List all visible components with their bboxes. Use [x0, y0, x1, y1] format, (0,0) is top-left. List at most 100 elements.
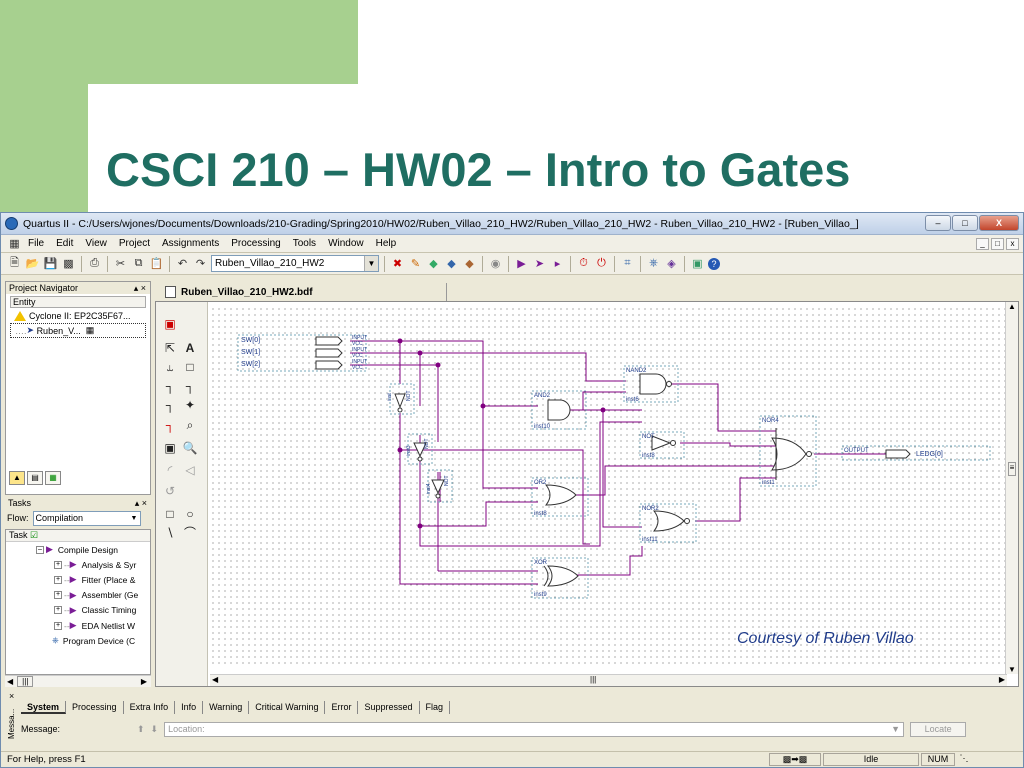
window-titlebar[interactable]: Quartus II - C:/Users/wjones/Documents/D…	[1, 213, 1023, 235]
doc-close-button[interactable]: x	[1006, 237, 1019, 250]
expand-icon[interactable]: +	[54, 606, 62, 615]
rtl-viewer-icon[interactable]: ⌗	[624, 257, 631, 269]
flip-horizontal-icon[interactable]: ◜	[167, 463, 173, 477]
scroll-right-icon[interactable]: ▶	[140, 677, 147, 686]
stop-icon[interactable]: ◉	[490, 258, 501, 270]
task-column-header[interactable]: Task ☑	[6, 530, 150, 542]
task-item-assembler[interactable]: +-- ▶ Assembler (Ge	[54, 589, 139, 601]
task-item-fitter[interactable]: +-- ▶ Fitter (Place &	[54, 574, 136, 585]
panel-close-icon[interactable]: ▴ ×	[133, 282, 146, 293]
menu-edit[interactable]: Edit	[56, 238, 74, 249]
menu-assignments[interactable]: Assignments	[161, 238, 220, 249]
menu-view[interactable]: View	[85, 238, 107, 249]
print-icon[interactable]: ⎙	[90, 257, 99, 269]
previous-message-icon[interactable]: ⬆	[137, 723, 145, 734]
power-icon[interactable]: ⏻	[597, 257, 606, 269]
partial-line-icon[interactable]: ┐	[165, 418, 175, 432]
chip-planner-icon[interactable]: ◆	[447, 258, 456, 270]
files-tab-icon[interactable]: ▤	[27, 471, 43, 485]
expand-icon[interactable]: +	[54, 560, 62, 569]
tab-system[interactable]: System	[21, 701, 67, 714]
chip-editor-icon[interactable]: ▣	[692, 258, 703, 270]
menu-file[interactable]: File	[28, 238, 45, 249]
copy-icon[interactable]: ⧉	[134, 257, 143, 269]
bdf-document-tab[interactable]: Ruben_Villao_210_HW2.bdf	[157, 283, 447, 301]
start-compilation-icon[interactable]: ▶	[517, 258, 526, 270]
line-tool-icon[interactable]: ∖	[166, 526, 174, 540]
rubberbanding-icon[interactable]: ✦	[184, 398, 196, 412]
project-select[interactable]: Ruben_Villao_210_HW2 ▼	[211, 255, 379, 272]
scroll-right-icon[interactable]: ▶	[998, 675, 1005, 684]
collapse-icon[interactable]: –	[36, 545, 44, 554]
scroll-thumb[interactable]: |||	[590, 675, 597, 684]
new-icon[interactable]: 🗎	[10, 257, 19, 269]
doc-restore-button[interactable]: □	[991, 237, 1004, 250]
zoom-icon[interactable]: ⌕	[186, 418, 194, 432]
find-icon[interactable]: 🔍	[182, 441, 198, 455]
messages-close-icon[interactable]: ×	[9, 691, 15, 701]
panel-close-icon[interactable]: ▴ ×	[134, 497, 147, 508]
cut-icon[interactable]: ✂	[115, 258, 126, 270]
tab-warning[interactable]: Warning	[203, 701, 250, 714]
chevron-down-icon[interactable]: ▼	[130, 514, 138, 522]
editor-vertical-scrollbar[interactable]: ▲ ≡ ▼	[1005, 302, 1018, 674]
settings-icon[interactable]: ✖	[392, 258, 403, 270]
arc-tool-icon[interactable]: ⌒	[183, 526, 196, 540]
top-entity-tree-item[interactable]: …. ➤ Ruben_V... ▦	[10, 323, 146, 338]
editor-horizontal-scrollbar[interactable]: ◀ ||| ▶	[210, 674, 1007, 686]
schematic-canvas[interactable]: SW[0] SW[1] SW[2] INPUT VCC INPUT VCC IN…	[210, 306, 1006, 666]
assignment-icon[interactable]: ◆	[429, 258, 438, 270]
entity-column-header[interactable]: Entity	[10, 296, 146, 308]
pin-planner-icon[interactable]: ✎	[410, 258, 421, 270]
analysis-icon[interactable]: ➤	[534, 258, 545, 270]
scroll-up-icon[interactable]: ▲	[1008, 302, 1016, 311]
menu-window[interactable]: Window	[328, 238, 364, 249]
task-item-compile-design[interactable]: – ▶ Compile Design	[6, 542, 150, 557]
task-item-program-device[interactable]: ⎈ Program Device (C	[52, 635, 136, 646]
full-screen-icon[interactable]: ▣	[164, 441, 176, 455]
scroll-left-icon[interactable]: ◀	[7, 677, 14, 686]
oval-tool-icon[interactable]: ○	[186, 507, 194, 521]
chevron-down-icon[interactable]: ▼	[364, 256, 378, 271]
scroll-thumb[interactable]: ≡	[1008, 462, 1016, 476]
task-list-scrollbar[interactable]: ◀ ||| ▶	[5, 675, 151, 687]
tab-error[interactable]: Error	[325, 701, 359, 714]
signaltap-icon[interactable]: ◈	[667, 258, 676, 270]
tab-flag[interactable]: Flag	[420, 701, 451, 714]
hierarchy-tab-icon[interactable]: ▲	[9, 471, 25, 485]
tab-info[interactable]: Info	[175, 701, 204, 714]
device-tree-item[interactable]: Cyclone II: EP2C35F67...	[6, 308, 150, 323]
tab-processing[interactable]: Processing	[66, 701, 124, 714]
tab-suppressed[interactable]: Suppressed	[358, 701, 420, 714]
help-icon[interactable]: ?	[708, 257, 720, 270]
open-icon[interactable]: 📂	[25, 258, 40, 270]
conduit-tool-icon[interactable]: ┐	[165, 398, 175, 412]
expand-icon[interactable]: +	[54, 575, 62, 584]
bdf-doc-icon[interactable]: ▦	[9, 238, 20, 250]
location-field[interactable]: Location: ▼	[164, 721, 905, 737]
symbol-tool-icon[interactable]: ⥿	[166, 360, 174, 374]
orthogonal-node-icon[interactable]: ┐	[165, 379, 175, 393]
save-all-icon[interactable]: ▩	[63, 258, 74, 270]
menu-help[interactable]: Help	[375, 238, 397, 249]
tab-extra-info[interactable]: Extra Info	[124, 701, 176, 714]
redo-icon[interactable]: ↷	[195, 258, 206, 270]
flow-select[interactable]: Compilation ▼	[32, 510, 141, 526]
chevron-down-icon[interactable]: ▼	[891, 723, 901, 734]
programmer-icon[interactable]: ⎈	[649, 257, 658, 269]
locate-button[interactable]: Locate	[910, 721, 967, 737]
scroll-down-icon[interactable]: ▼	[1008, 665, 1016, 674]
status-resize-grip[interactable]: ⋱	[959, 753, 969, 763]
text-tool-icon[interactable]: A	[185, 341, 195, 355]
scroll-thumb[interactable]: |||	[17, 676, 34, 687]
task-item-analysis[interactable]: +-- ▶ Analysis & Syr	[54, 559, 137, 570]
expand-icon[interactable]: +	[54, 591, 62, 600]
doc-minimize-button[interactable]: _	[976, 237, 989, 250]
expand-icon[interactable]: +	[54, 621, 62, 630]
tab-critical-warning[interactable]: Critical Warning	[249, 701, 326, 714]
scroll-left-icon[interactable]: ◀	[212, 675, 219, 684]
menu-tools[interactable]: Tools	[292, 238, 317, 249]
minimize-button[interactable]: –	[925, 215, 951, 231]
design-partition-icon[interactable]: ◆	[465, 258, 474, 270]
selection-tool-icon[interactable]: ⇱	[164, 341, 176, 355]
